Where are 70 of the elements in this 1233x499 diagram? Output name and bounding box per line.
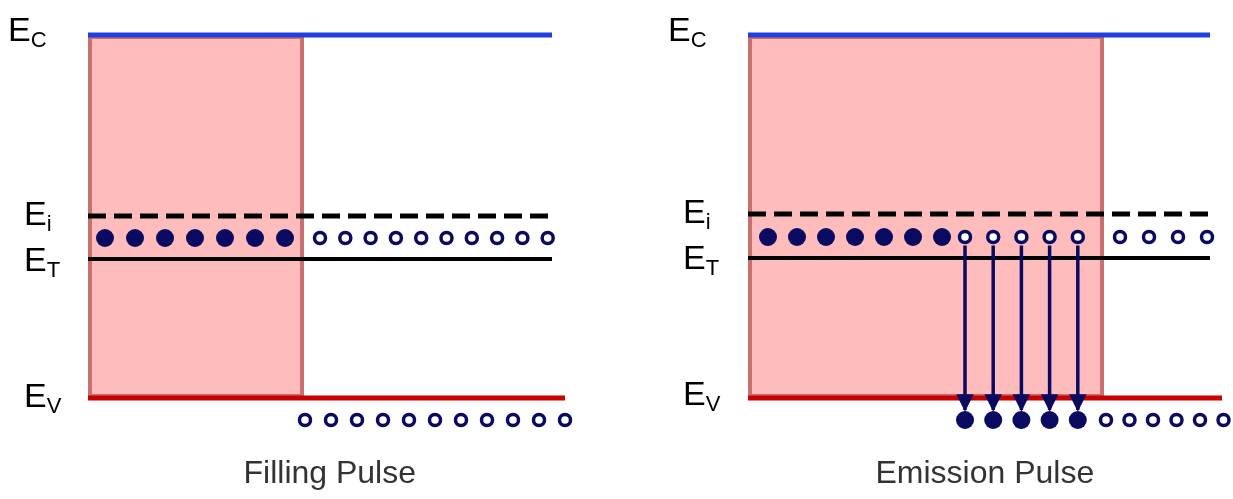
filled-dot <box>933 228 951 246</box>
energy-level-label: E$_{C}$ <box>8 12 47 51</box>
empty-circle <box>375 412 391 428</box>
arrow <box>1069 245 1087 412</box>
empty-circle <box>464 230 480 246</box>
empty-circle <box>1169 412 1184 428</box>
filled-dot <box>788 228 806 246</box>
empty-circle <box>312 230 328 246</box>
filled-dot <box>276 229 294 247</box>
empty-circle <box>1042 229 1057 245</box>
empty-circle <box>427 412 443 428</box>
empty-circle <box>1098 412 1114 428</box>
empty-circle <box>540 230 555 246</box>
arrow <box>956 245 974 412</box>
filled-dot <box>759 228 777 246</box>
filled-dot <box>904 228 922 246</box>
energy-level-label: E$_{i}$ <box>24 196 52 235</box>
filled-dot <box>156 229 174 247</box>
arrow <box>1012 245 1031 412</box>
filled-dot <box>956 411 974 429</box>
filled-dot <box>126 229 144 247</box>
empty-circle <box>1014 229 1029 245</box>
empty-circle <box>479 412 495 428</box>
filled-dot <box>186 229 204 247</box>
energy-level-label: E$_{V}$ <box>24 378 62 417</box>
filled-dot <box>216 229 234 247</box>
arrow <box>984 245 1002 412</box>
panel-caption: Emission Pulse <box>875 456 1095 488</box>
empty-circle <box>1170 229 1186 245</box>
filled-dot <box>875 228 893 246</box>
energy-level-label: E$_{T}$ <box>24 242 61 281</box>
filled-dot <box>1068 411 1087 429</box>
filled-dot <box>246 229 264 247</box>
filled-dot <box>984 411 1003 429</box>
empty-circle <box>531 412 547 428</box>
filled-dot <box>1012 411 1031 429</box>
empty-circle <box>349 412 365 428</box>
empty-circle <box>413 230 429 246</box>
filled-dot <box>817 228 835 246</box>
energy-level-label: E$_{T}$ <box>683 240 720 279</box>
empty-circle <box>338 230 353 246</box>
empty-circle <box>401 412 417 428</box>
empty-circle <box>505 412 521 428</box>
empty-circle <box>557 412 573 428</box>
empty-circle <box>1192 412 1208 428</box>
empty-circle <box>323 412 339 428</box>
empty-circle <box>1216 412 1231 428</box>
arrow <box>1040 245 1059 412</box>
empty-circle <box>1070 229 1086 245</box>
empty-circle <box>297 412 313 428</box>
panel-caption: Filling Pulse <box>243 456 416 488</box>
filled-dot <box>96 229 114 247</box>
empty-circle <box>388 230 404 246</box>
filled-dot <box>1040 411 1059 429</box>
empty-circle <box>985 229 1001 245</box>
empty-circle <box>439 230 454 246</box>
filled-dot <box>846 228 864 246</box>
empty-circle <box>1122 412 1137 428</box>
empty-circle <box>453 412 469 428</box>
empty-circle <box>957 229 973 245</box>
empty-circle <box>489 230 505 246</box>
energy-level-label: E$_{i}$ <box>683 194 711 233</box>
energy-level-label: E$_{C}$ <box>668 12 707 51</box>
empty-circle <box>515 230 530 246</box>
empty-circle <box>1112 229 1128 245</box>
empty-circle <box>1199 229 1215 245</box>
empty-circle <box>1145 412 1161 428</box>
empty-circle <box>1141 229 1157 245</box>
energy-level-label: E$_{V}$ <box>683 376 721 415</box>
empty-circle <box>363 230 378 246</box>
